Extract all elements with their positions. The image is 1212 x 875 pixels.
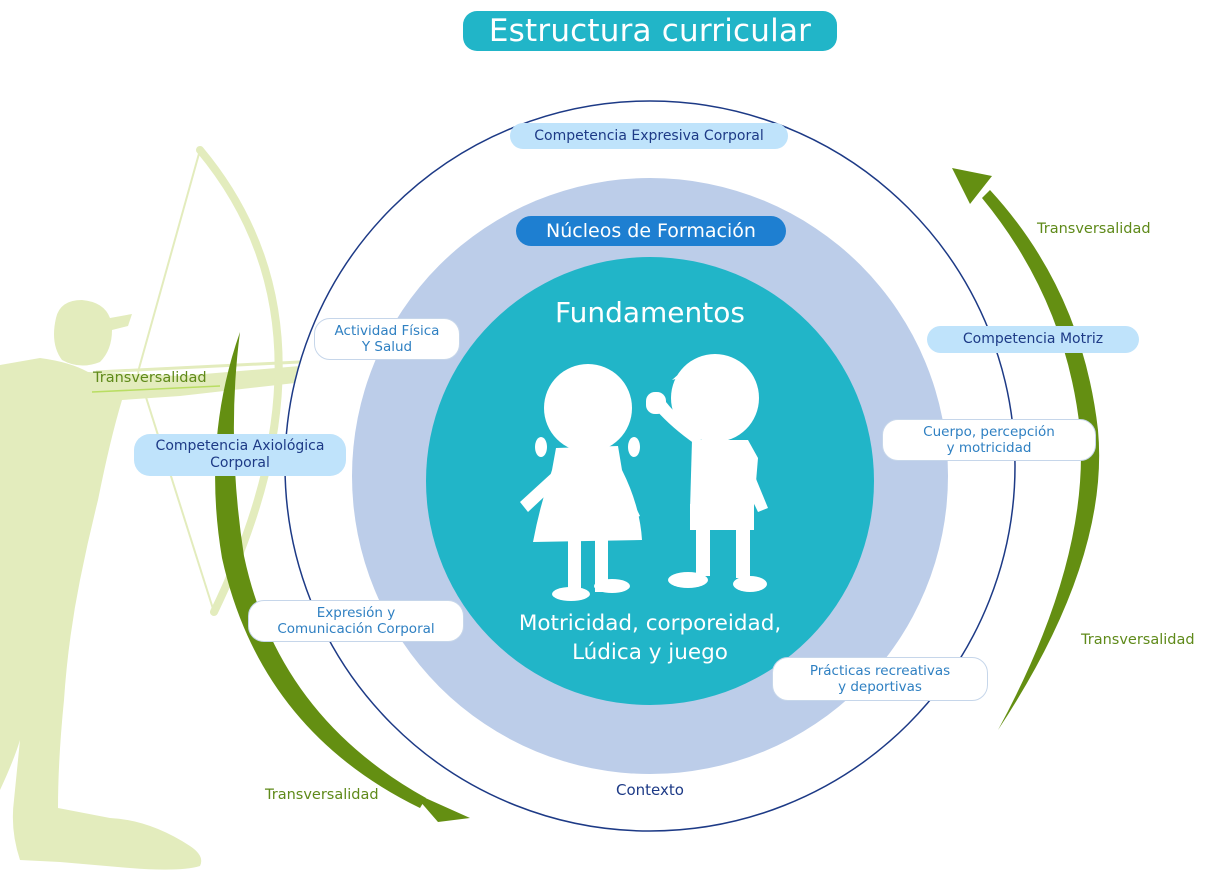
arc-arrow-icon: [91, 168, 1100, 822]
competencia-axiologica-line2: Corporal: [210, 455, 270, 471]
competencia-expresiva-pill: Competencia Expresiva Corporal: [510, 123, 788, 149]
nucleo-practicas-line2: y deportivas: [838, 679, 922, 695]
nucleo-practicas-line1: Prácticas recreativas: [809, 662, 951, 679]
competencia-expresiva-label: Competencia Expresiva Corporal: [534, 127, 764, 144]
competencia-axiologica-pill: Competencia Axiológica Corporal: [134, 434, 346, 476]
nucleo-cuerpo-line1: Cuerpo, percepción: [923, 423, 1055, 440]
nucleos-title: Núcleos de Formación: [516, 216, 786, 246]
nucleo-expresion-line1: Expresión y: [316, 604, 396, 621]
nucleo-actividad-fisica: Actividad Física Y Salud: [314, 318, 460, 360]
nucleo-cuerpo-line2: y motricidad: [946, 440, 1032, 456]
nucleo-actividad-line1: Actividad Física: [334, 322, 440, 339]
nucleo-actividad-line2: Y Salud: [361, 339, 413, 355]
transversalidad-right: Transversalidad: [1081, 632, 1195, 648]
transversalidad-top-right: Transversalidad: [1037, 221, 1151, 237]
page-title: Estructura curricular: [463, 11, 837, 51]
transversalidad-bottom-left: Transversalidad: [265, 787, 379, 803]
competencia-motriz-label: Competencia Motriz: [962, 331, 1104, 348]
contexto-label: Contexto: [616, 781, 684, 799]
nucleo-practicas-recreativas: Prácticas recreativas y deportivas: [772, 657, 988, 701]
children-silhouette: [520, 354, 768, 601]
nucleo-expresion-comunicacion: Expresión y Comunicación Corporal: [248, 600, 464, 642]
nucleo-expresion-line2: Comunicación Corporal: [277, 621, 435, 637]
competencia-axiologica-line1: Competencia Axiológica: [155, 438, 325, 455]
competencia-motriz-pill: Competencia Motriz: [927, 326, 1139, 353]
fundamentos-disc: [426, 257, 874, 705]
fundamentos-line2: Lúdica y juego: [572, 640, 728, 666]
transversalidad-left: Transversalidad: [93, 370, 207, 386]
fundamentos-line1: Motricidad, corporeidad,: [518, 611, 782, 636]
fundamentos-title: Fundamentos: [555, 296, 745, 329]
fundamentos-subtitle: Motricidad, corporeidad, Lúdica y juego: [500, 609, 800, 667]
archer-silhouette: [0, 146, 341, 870]
nucleo-cuerpo-percepcion: Cuerpo, percepción y motricidad: [882, 419, 1096, 461]
